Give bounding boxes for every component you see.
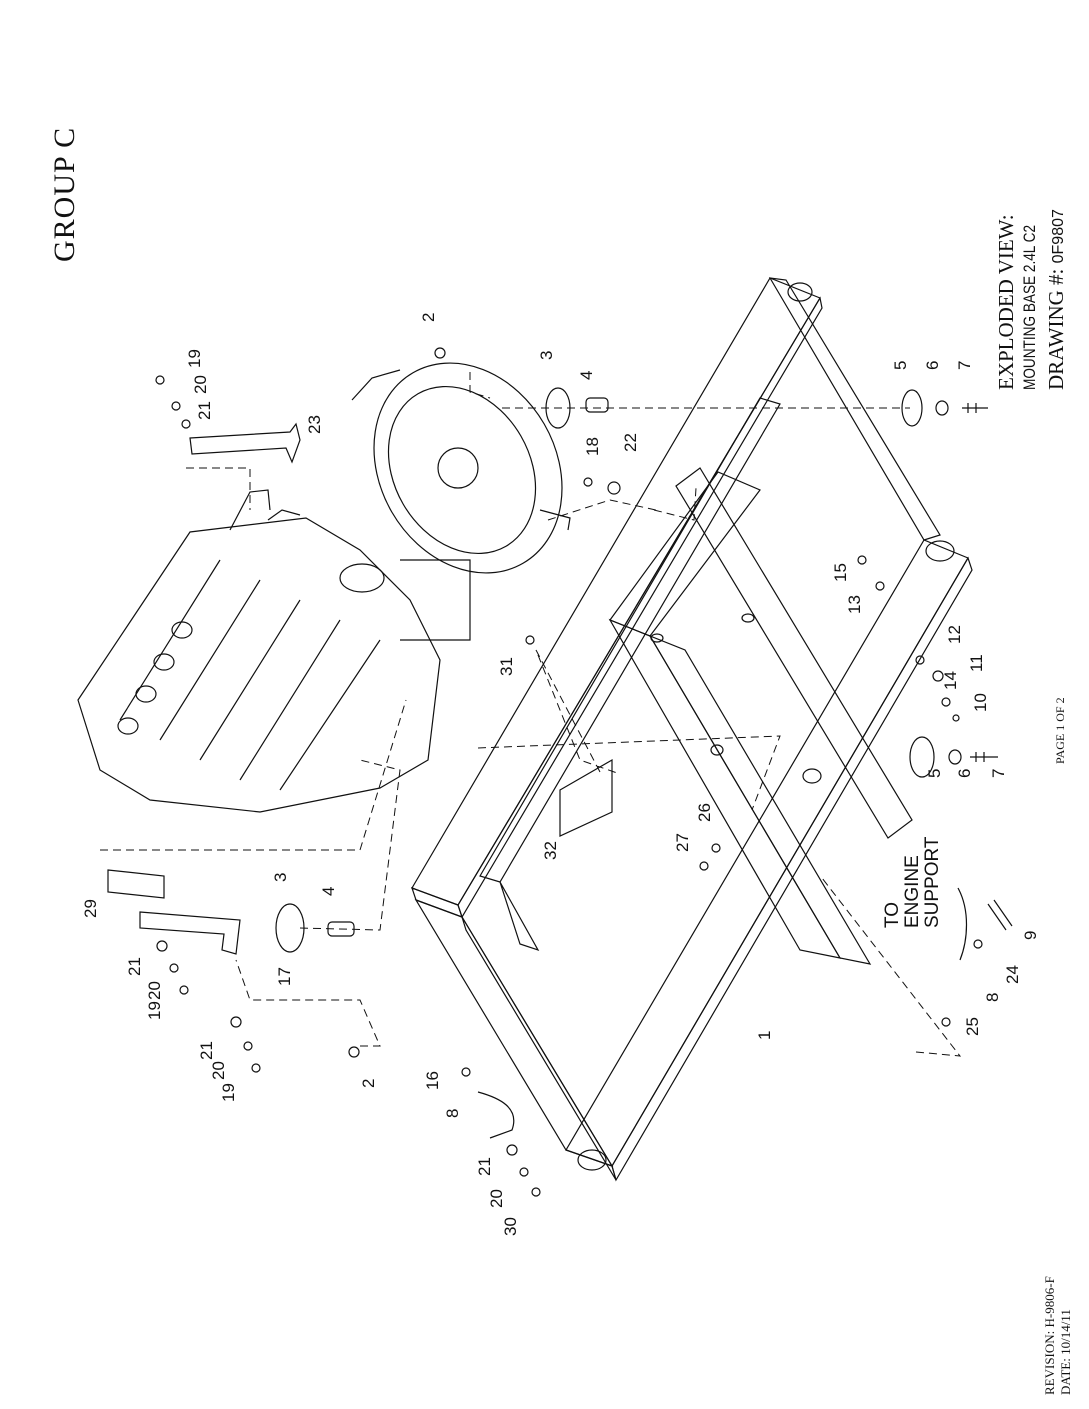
callout-21-bottom: 21 — [475, 1157, 494, 1176]
callout-2-left: 2 — [359, 1079, 378, 1088]
isolator-3-left — [276, 904, 304, 952]
callout-7-right: 7 — [955, 361, 974, 370]
callout-31: 31 — [497, 657, 516, 676]
callout-29: 29 — [81, 899, 100, 918]
callout-9: 9 — [1021, 931, 1040, 940]
callout-6-left: 6 — [955, 769, 974, 778]
callout-20-low: 20 — [209, 1061, 228, 1080]
engine-support-note: TO ENGINE SUPPORT — [882, 836, 943, 928]
callout-30: 30 — [501, 1217, 520, 1236]
callout-24: 24 — [1003, 965, 1022, 984]
callout-21-top: 21 — [195, 401, 214, 420]
callout-7-left: 7 — [989, 769, 1008, 778]
bracket-17 — [140, 912, 240, 954]
callout-8-right: 8 — [983, 993, 1002, 1002]
callout-4-right: 4 — [577, 371, 596, 380]
bolt-7-right — [962, 403, 988, 413]
ground-strap-8-left — [478, 1092, 514, 1138]
callout-12: 12 — [945, 625, 964, 644]
washer-6-right — [936, 401, 948, 415]
callout-4-left: 4 — [319, 887, 338, 896]
ground-strap-8-right — [958, 888, 967, 960]
callout-20-top: 20 — [191, 375, 210, 394]
engine-support-line-3: SUPPORT — [922, 836, 943, 928]
callouts: 1 2 2 3 3 4 4 5 5 6 6 7 7 8 8 9 10 11 12… — [81, 313, 1040, 1236]
mounting-base-frame — [412, 278, 972, 1180]
bracket-23 — [190, 424, 300, 462]
callout-5-left: 5 — [925, 769, 944, 778]
callout-19-top: 19 — [185, 349, 204, 368]
callout-14: 14 — [941, 671, 960, 690]
callout-3-left: 3 — [271, 873, 290, 882]
callout-18: 18 — [583, 437, 602, 456]
callout-26: 26 — [695, 803, 714, 822]
engine-support-line-1: TO — [882, 902, 903, 928]
callout-10: 10 — [971, 693, 990, 712]
callout-5-right: 5 — [891, 361, 910, 370]
callout-32: 32 — [541, 841, 560, 860]
bolt-7-left — [970, 752, 998, 762]
spacer-4-right — [586, 398, 608, 412]
callout-20-bottom: 20 — [487, 1189, 506, 1208]
callout-19-mid: 19 — [145, 1001, 164, 1020]
callout-11: 11 — [967, 654, 986, 672]
plate-32 — [560, 760, 612, 836]
callout-17: 17 — [275, 967, 294, 986]
callout-22: 22 — [621, 433, 640, 452]
callout-20-mid: 20 — [145, 981, 164, 1000]
callout-21-mid: 21 — [125, 957, 144, 976]
callout-27: 27 — [673, 833, 692, 852]
callout-21-low: 21 — [197, 1041, 216, 1060]
callout-3-right: 3 — [537, 351, 556, 360]
callout-23: 23 — [305, 415, 324, 434]
callout-19-low: 19 — [219, 1083, 238, 1102]
bracket-29 — [108, 870, 164, 898]
callout-2-top: 2 — [419, 313, 438, 322]
callout-6-right: 6 — [923, 361, 942, 370]
callout-16: 16 — [423, 1071, 442, 1090]
callout-25: 25 — [963, 1017, 982, 1036]
callout-8-left: 8 — [443, 1109, 462, 1118]
engine-support-line-2: ENGINE — [902, 855, 923, 928]
washer-6-left — [949, 750, 961, 764]
callout-1: 1 — [755, 1031, 774, 1040]
callout-15: 15 — [831, 563, 850, 582]
callout-13: 13 — [845, 595, 864, 614]
